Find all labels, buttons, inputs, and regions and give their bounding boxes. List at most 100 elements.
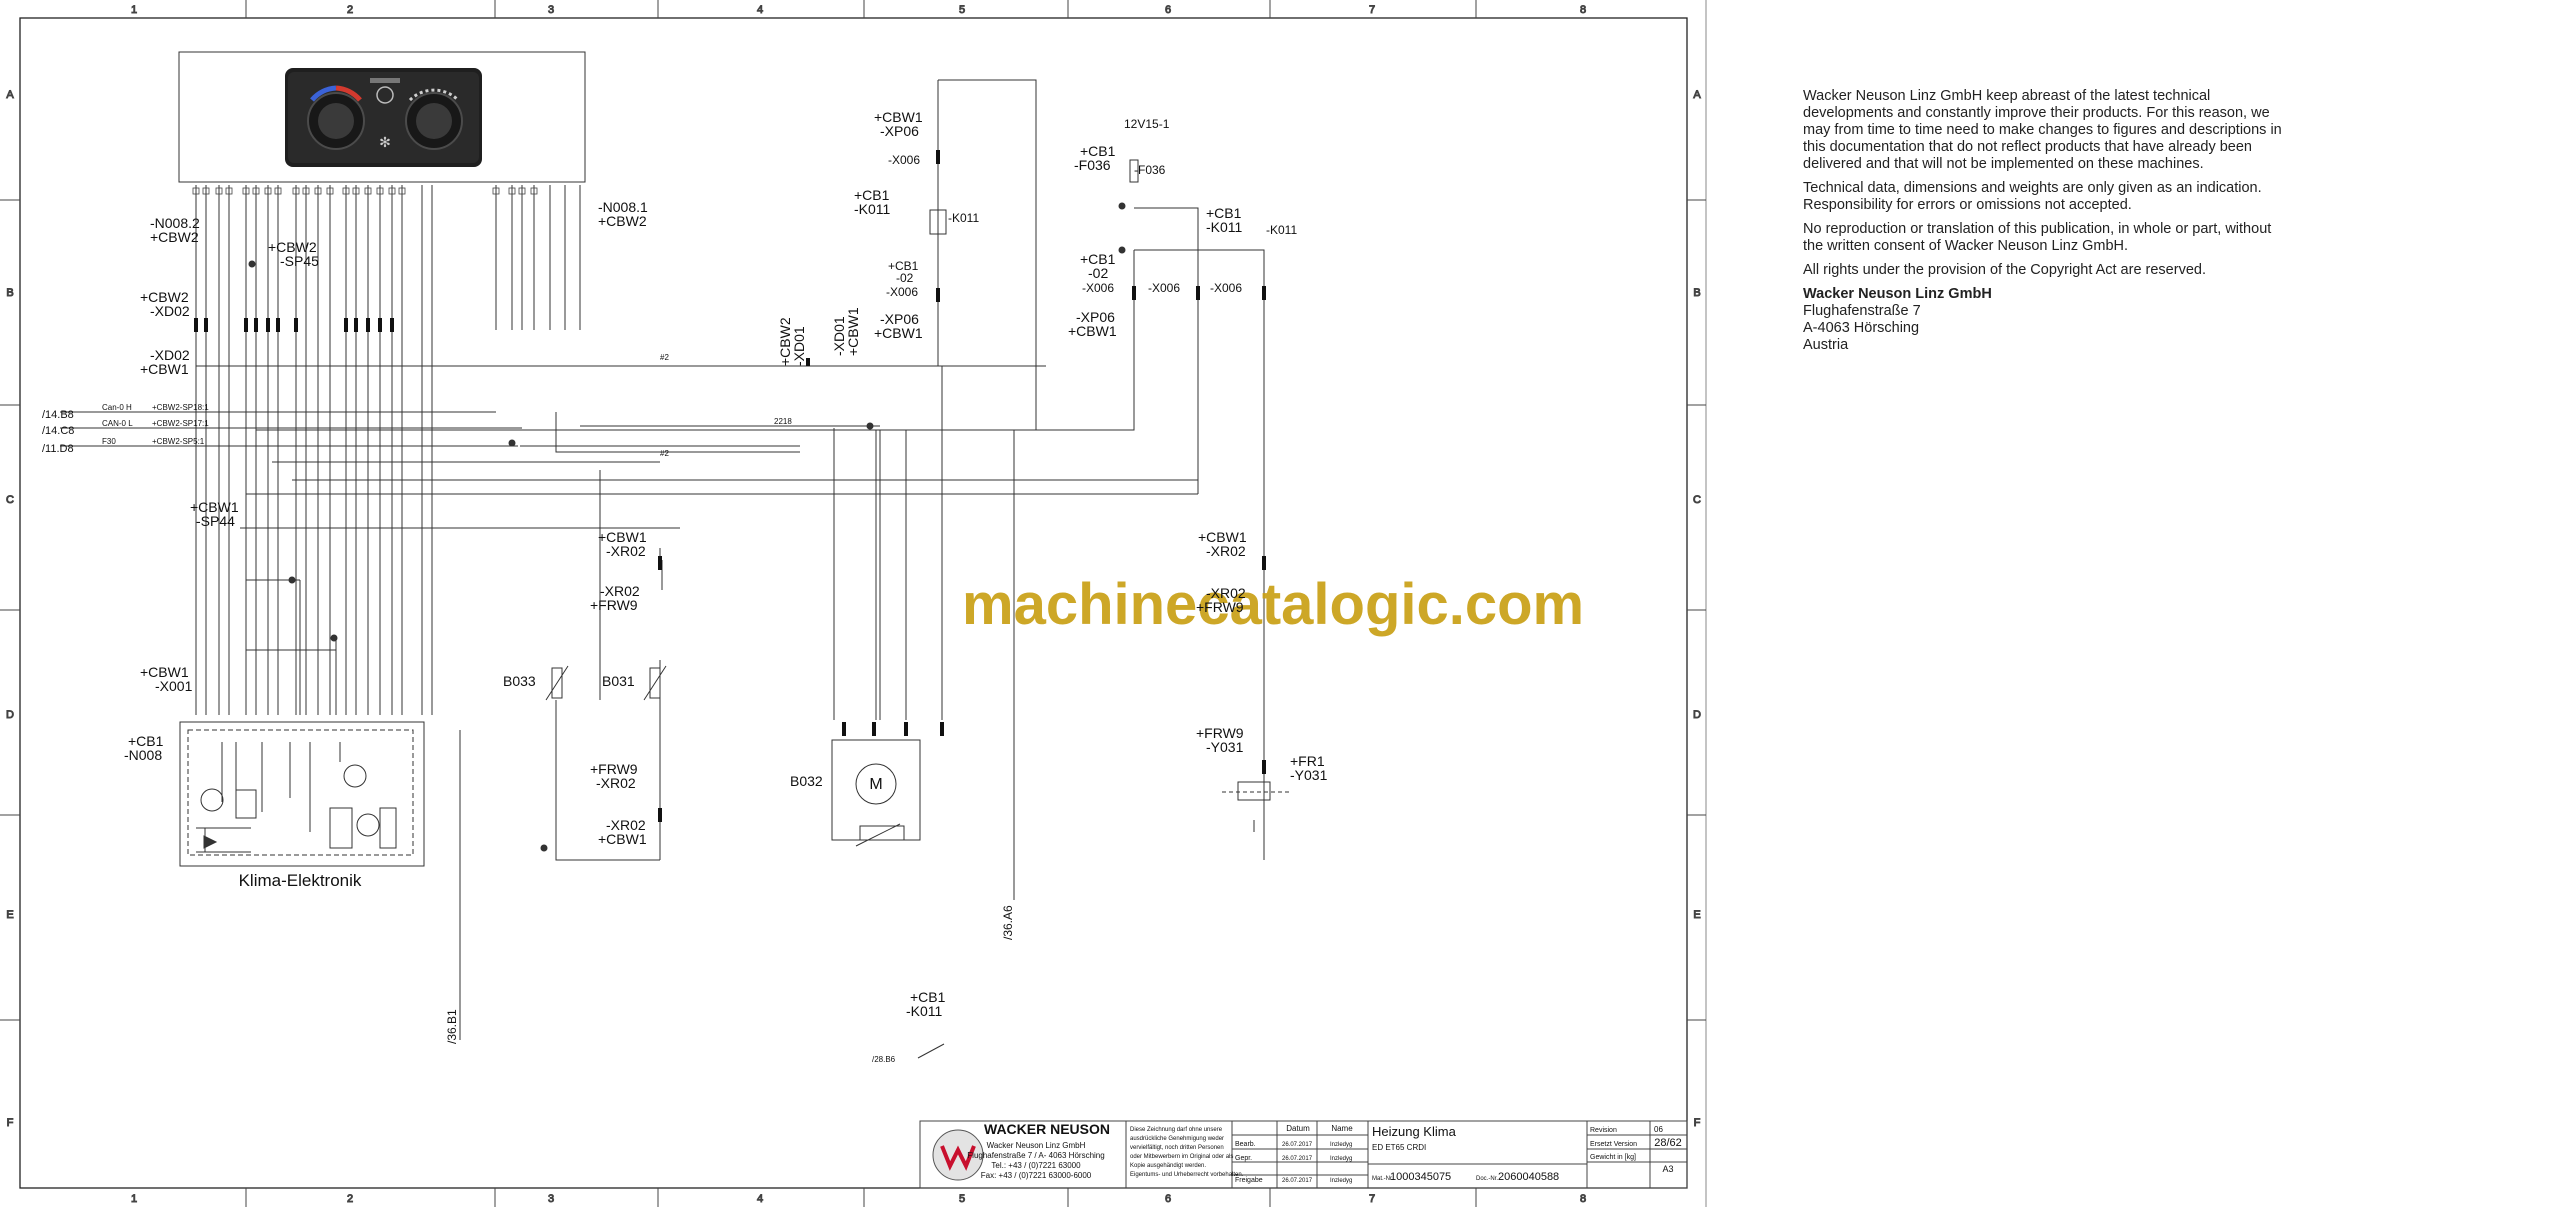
notes-company: Wacker Neuson Linz GmbH [1803, 286, 1992, 302]
label-cbw1: +CBW1 [598, 529, 647, 545]
label-frw9: +FRW9 [1196, 725, 1244, 741]
label-02: -02 [1088, 265, 1108, 281]
row-marker: E [6, 909, 13, 921]
ref-36-b1: /36.B1 [445, 1009, 459, 1044]
label-cbw1: +CBW1 [1198, 529, 1247, 545]
klima-electronic-unit [179, 721, 425, 867]
label-b031: B031 [602, 673, 635, 689]
svg-text:✻: ✻ [379, 134, 391, 150]
row-marker: E [1693, 909, 1700, 921]
row-marker: B [1693, 287, 1700, 299]
wire-f30: F30 [102, 437, 116, 446]
notes-street: Flughafenstraße 7 [1803, 303, 1921, 319]
tb-mat-number: 1000345075 [1390, 1171, 1451, 1183]
label-xr02: -XR02 [1206, 585, 1246, 601]
ref-sp17: +CBW2-SP17:1 [152, 419, 209, 428]
label-cbw1: +CBW1 [1068, 323, 1117, 339]
label-x001: -X001 [155, 678, 193, 694]
tb-row-label: Bearb. [1235, 1141, 1256, 1148]
notes-city: A-4063 Hörsching [1803, 320, 1920, 336]
label-klima-elektronik: Klima-Elektronik [239, 871, 362, 890]
tb-address: Flughafenstraße 7 / A- 4063 Hörsching [967, 1151, 1104, 1160]
label-cbw2: +CBW2 [150, 229, 199, 245]
column-marker: 6 [1165, 1193, 1171, 1205]
tb-name: Inzledyg [1330, 1156, 1352, 1162]
tb-notice: vervielfältigt, noch dritten Personen [1130, 1145, 1224, 1151]
ref-sp18: +CBW2-SP18:1 [152, 403, 209, 412]
column-marker: 1 [131, 4, 137, 16]
tb-fax: Fax: +43 / (0)7221 63000-6000 [981, 1171, 1092, 1180]
column-marker: 4 [757, 1193, 763, 1205]
label-xp06: -XP06 [1076, 309, 1115, 325]
ref-28-b6: /28.B6 [872, 1055, 896, 1064]
row-marker: A [6, 89, 14, 101]
tb-revision-label: Revision [1590, 1127, 1617, 1134]
label-y031: -Y031 [1206, 739, 1244, 755]
tb-notice: Diese Zeichnung darf ohne unsere [1130, 1127, 1223, 1133]
tb-date: 26.07.2017 [1282, 1156, 1313, 1162]
column-marker: 5 [959, 1193, 965, 1205]
row-marker: F [1694, 1117, 1701, 1129]
tb-date: 26.07.2017 [1282, 1142, 1313, 1148]
row-marker: B [6, 287, 13, 299]
tb-format: A3 [1662, 1164, 1673, 1174]
tb-title: Heizung Klima [1372, 1124, 1457, 1139]
label-x006: -X006 [1082, 281, 1114, 295]
label-xr02: -XR02 [1206, 543, 1246, 559]
title-block [919, 1120, 1688, 1189]
label-b033: B033 [503, 673, 536, 689]
label-cb1: +CB1 [1206, 205, 1242, 221]
label-xp06: -XP06 [880, 311, 919, 327]
tb-weight-label: Gewicht in [kg] [1590, 1154, 1636, 1161]
column-marker: 6 [1165, 4, 1171, 16]
motor-symbol: M [869, 776, 882, 793]
tb-doc-label: Doc.-Nr. [1476, 1176, 1498, 1182]
label-cbw1: +CBW1 [598, 831, 647, 847]
tb-row-label: Gepr. [1235, 1155, 1252, 1162]
ref-14-c8: /14.C8 [42, 425, 74, 437]
row-marker: C [6, 494, 14, 506]
tb-header-name: Name [1331, 1124, 1353, 1133]
label-xr02: -XR02 [596, 775, 636, 791]
tb-page: 28/62 [1654, 1137, 1682, 1149]
label-cbw2: +CBW2 [140, 289, 189, 305]
legal-notes: Wacker Neuson Linz GmbH keep abreast of … [1803, 88, 2283, 354]
column-marker: 1 [131, 1193, 137, 1205]
label-x006: -X006 [888, 153, 920, 167]
column-marker: 8 [1580, 4, 1586, 16]
column-marker: 3 [548, 4, 554, 16]
column-marker: 4 [757, 4, 763, 16]
tb-name: Inzledyg [1330, 1178, 1352, 1184]
label-xd02: -XD02 [150, 347, 190, 363]
label-cbw2: +CBW2 [598, 213, 647, 229]
column-marker: 5 [959, 4, 965, 16]
label-fr1: +FR1 [1290, 753, 1325, 769]
label-cb1: +CB1 [1080, 251, 1116, 267]
climate-control-panel: ✻ [178, 51, 586, 183]
drawing-frame [19, 17, 1688, 1189]
tb-company: Wacker Neuson Linz GmbH [987, 1141, 1086, 1150]
pin-numbers [192, 187, 538, 195]
label-x006: -X006 [1210, 281, 1242, 295]
label-k011: -K011 [906, 1003, 943, 1019]
notes-paragraph-1: Wacker Neuson Linz GmbH keep abreast of … [1803, 88, 2282, 172]
label-cbw1: +CBW1 [140, 361, 189, 377]
label-cb1: +CB1 [910, 989, 946, 1005]
tb-tel: Tel.: +43 / (0)7221 63000 [991, 1161, 1081, 1170]
column-marker: 8 [1580, 1193, 1586, 1205]
net-2: #2 [660, 449, 669, 458]
connector-pins [194, 150, 1266, 822]
label-k011: -K011 [1266, 223, 1297, 237]
label-k011: -K011 [854, 201, 891, 217]
tb-date: 26.07.2017 [1282, 1178, 1313, 1184]
label-02: -02 [896, 271, 914, 285]
label-cbw1: +CBW1 [874, 325, 923, 341]
notes-paragraph-2: Technical data, dimensions and weights a… [1803, 180, 2262, 213]
label-cb1: +CB1 [854, 187, 890, 203]
label-xp06: -XP06 [880, 123, 919, 139]
label-cbw1: +CBW1 [845, 307, 861, 356]
watermark: machinecatalogic.com [962, 572, 1584, 637]
